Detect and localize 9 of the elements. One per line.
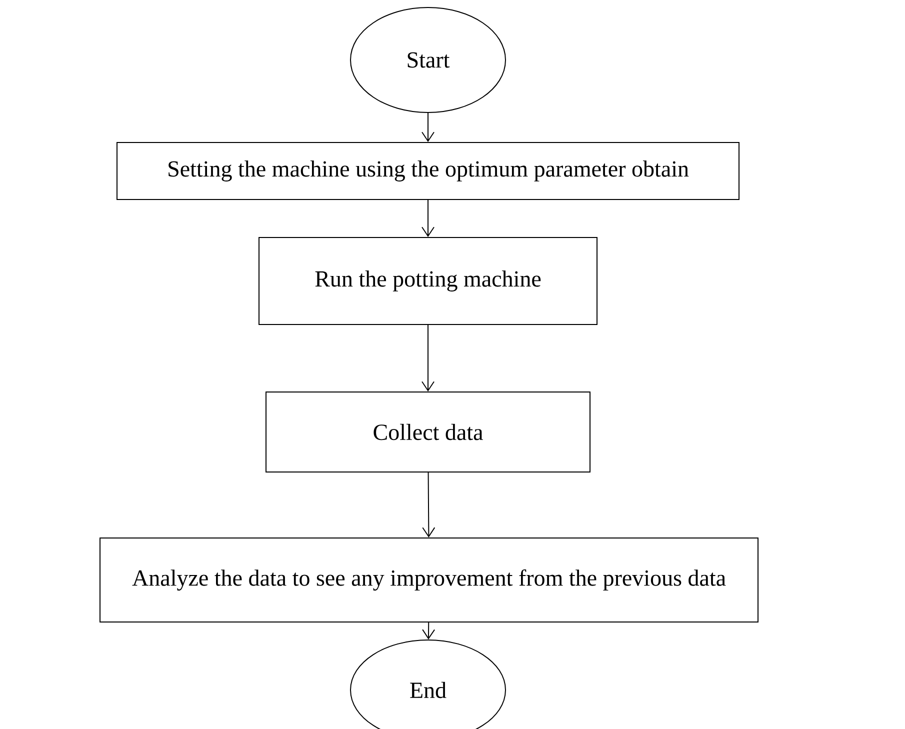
process-box: Collect data bbox=[266, 392, 590, 472]
arrow bbox=[422, 200, 434, 237]
arrow bbox=[422, 112, 434, 142]
process-box: Analyze the data to see any improvement from the previous data bbox=[100, 538, 758, 622]
arrow bbox=[422, 324, 434, 392]
process-box: Run the potting machine bbox=[258, 237, 598, 325]
process-box: Setting the machine using the optimum parameter obtain bbox=[116, 142, 740, 200]
arrow bbox=[422, 472, 436, 538]
arrow bbox=[422, 622, 436, 640]
